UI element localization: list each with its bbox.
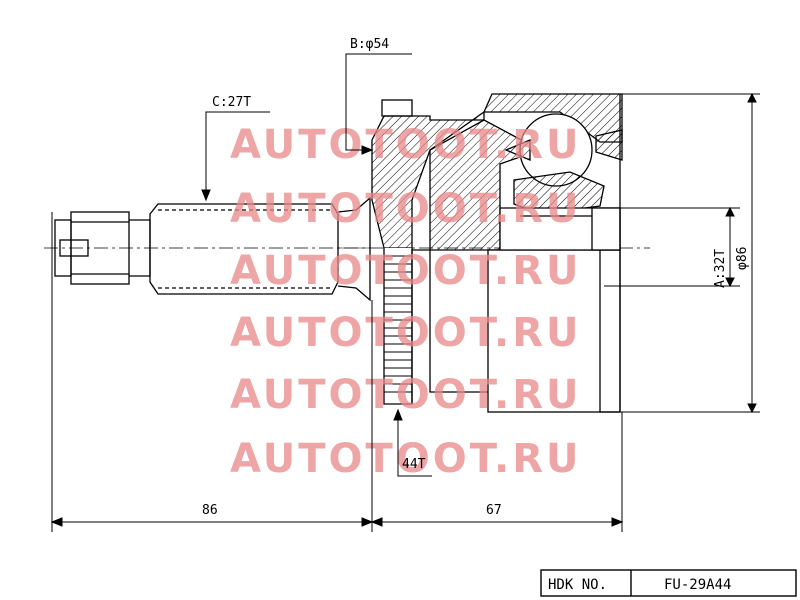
dimension-right: 67 (486, 503, 502, 518)
abs-teeth-label: 44T (402, 457, 426, 472)
watermark-line: AUTOTOOT.RU (230, 436, 581, 482)
abs-teeth-lines (384, 255, 412, 393)
part-number: FU-29A44 (664, 577, 731, 593)
maker-label: HDK NO. (548, 577, 607, 593)
cv-housing (429, 93, 623, 413)
watermark-line: AUTOTOOT.RU (230, 310, 581, 356)
watermark: AUTOTOOT.RU AUTOTOOT.RU AUTOTOOT.RU AUTO… (230, 122, 581, 482)
watermark-line: AUTOTOOT.RU (230, 372, 581, 418)
watermark-line: AUTOTOOT.RU (230, 248, 581, 294)
thread-label: C:27T (212, 95, 251, 110)
dimension-left: 86 (202, 503, 218, 518)
abs-flange (371, 99, 488, 405)
title-block: HDK NO. FU-29A44 (540, 569, 797, 597)
callouts (50, 53, 760, 532)
outer-diameter-label: φ86 (735, 247, 750, 270)
watermark-line: AUTOTOOT.RU (230, 122, 581, 168)
abs-diameter-label: B:φ54 (350, 37, 389, 52)
watermark-line: AUTOTOOT.RU (230, 186, 581, 232)
inner-spline-label: A:32T (713, 249, 728, 288)
